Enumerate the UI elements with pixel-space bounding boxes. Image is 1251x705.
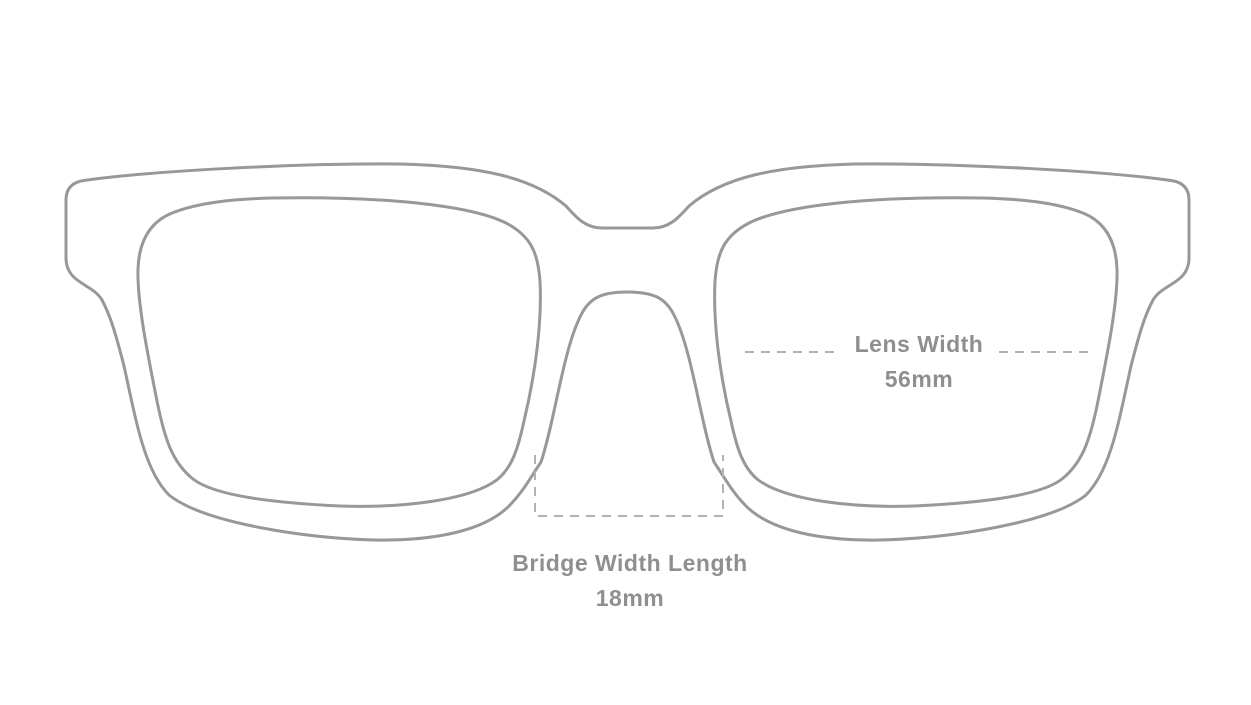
lens-width-callout: Lens Width 56mm [769, 327, 1069, 397]
right-lens-path [713, 196, 1119, 508]
left-lens-path [136, 196, 542, 508]
lens-width-value: 56mm [884, 366, 954, 392]
bridge-width-value: 18mm [595, 585, 665, 611]
bridge-width-dash-bracket [534, 455, 724, 517]
bridge-width-callout: Bridge Width Length 18mm [480, 546, 780, 616]
lens-width-label: Lens Width [854, 331, 984, 357]
bridge-width-label: Bridge Width Length [512, 550, 748, 576]
frame-outline-path [64, 162, 1191, 542]
